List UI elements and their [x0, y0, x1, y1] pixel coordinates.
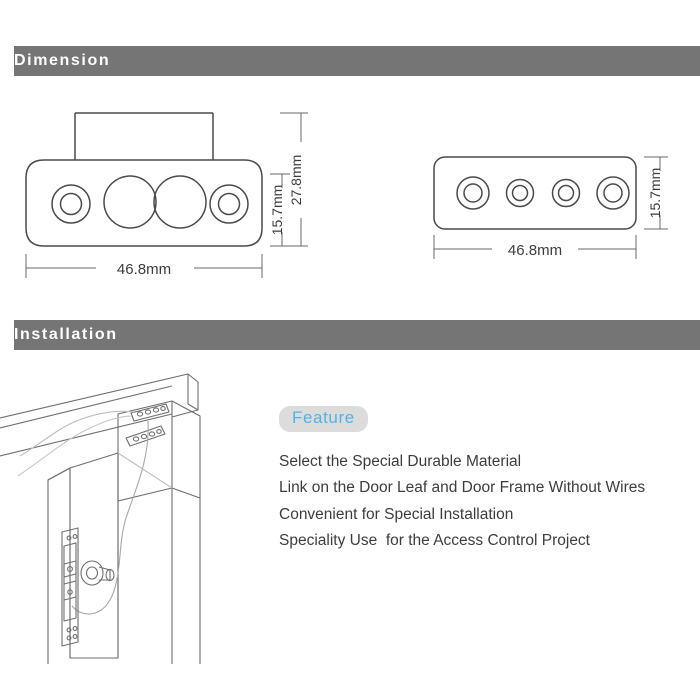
- lintel-edge-line-2: [0, 413, 173, 457]
- frame-header-side: [171, 400, 201, 499]
- frame-left-jamb-front: [69, 452, 119, 659]
- hole-outer-ring-left: [51, 184, 91, 224]
- door-knob: [80, 560, 115, 586]
- section-header-dimension-label: Dimension: [14, 52, 111, 69]
- width-dimension-label: 46.8mm: [117, 261, 171, 278]
- feature-list-item: Convenient for Special Installation: [279, 505, 514, 523]
- section-header-dimension: Dimension: [0, 46, 700, 76]
- outer-height-dimension-line: [280, 112, 308, 247]
- side-width-dimension-label: 46.8mm: [508, 242, 562, 259]
- section-header-installation: Installation: [0, 320, 700, 350]
- hole-outer-ring-right: [209, 184, 249, 224]
- hole-large-left: [103, 175, 157, 229]
- lintel-right-bevel: [187, 403, 199, 411]
- lintel-edge-line-1: [0, 385, 173, 429]
- door-leaf-top-edge: [117, 452, 173, 489]
- door-lock-faceplate: [61, 527, 79, 647]
- hole-inner-ring-right: [217, 192, 241, 216]
- feature-title-pill: Feature: [279, 406, 368, 432]
- side-height-dimension-line: [644, 156, 668, 230]
- side-width-dimension-line: [433, 235, 637, 259]
- frame-left-jamb-bevel: [47, 467, 71, 481]
- frame-left-jamb-side: [47, 467, 71, 664]
- feature-list-item: Select the Special Durable Material: [279, 452, 522, 470]
- inner-height-dimension-label: 15.7mm: [269, 185, 285, 236]
- side-height-dimension-label: 15.7mm: [647, 168, 663, 219]
- hole-inner-ring-left: [59, 192, 83, 216]
- dimension-drawing-front-view: 46.8mm 15.7mm 27.8mm: [8, 96, 328, 286]
- feature-list-item: Speciality Use for the Access Control Pr…: [279, 532, 590, 550]
- section-header-installation-label: Installation: [14, 326, 118, 343]
- width-dimension-line: [25, 254, 263, 278]
- outer-height-dimension-label: 27.8mm: [288, 155, 304, 206]
- wire-ceiling-run-1: [19, 410, 135, 457]
- section-header-left-cap-2: [0, 320, 14, 350]
- installation-diagram: [0, 368, 262, 664]
- feature-block: Feature Select the Special Durable Mater…: [279, 406, 679, 555]
- section-header-left-cap: [0, 46, 14, 76]
- sensor-body-outline: [25, 159, 263, 247]
- hole-large-right: [153, 175, 207, 229]
- feature-list-item: Link on the Door Leaf and Door Frame Wit…: [279, 479, 646, 497]
- sensor-side-body-outline: [433, 156, 637, 230]
- wire-ceiling-run-2: [17, 415, 133, 477]
- sensor-module-upper: [130, 403, 170, 422]
- feature-list: Select the Special Durable Material Link…: [279, 449, 679, 555]
- dimension-drawing-side-view: 46.8mm 15.7mm: [420, 145, 695, 270]
- sensor-module-lower: [125, 425, 166, 447]
- sensor-side-holes: [456, 176, 630, 210]
- lintel-top-face: [0, 373, 199, 419]
- sensor-top-tab: [74, 112, 214, 160]
- wire-from-sensor-to-lock: [71, 420, 149, 615]
- sensor-holes: [51, 175, 249, 229]
